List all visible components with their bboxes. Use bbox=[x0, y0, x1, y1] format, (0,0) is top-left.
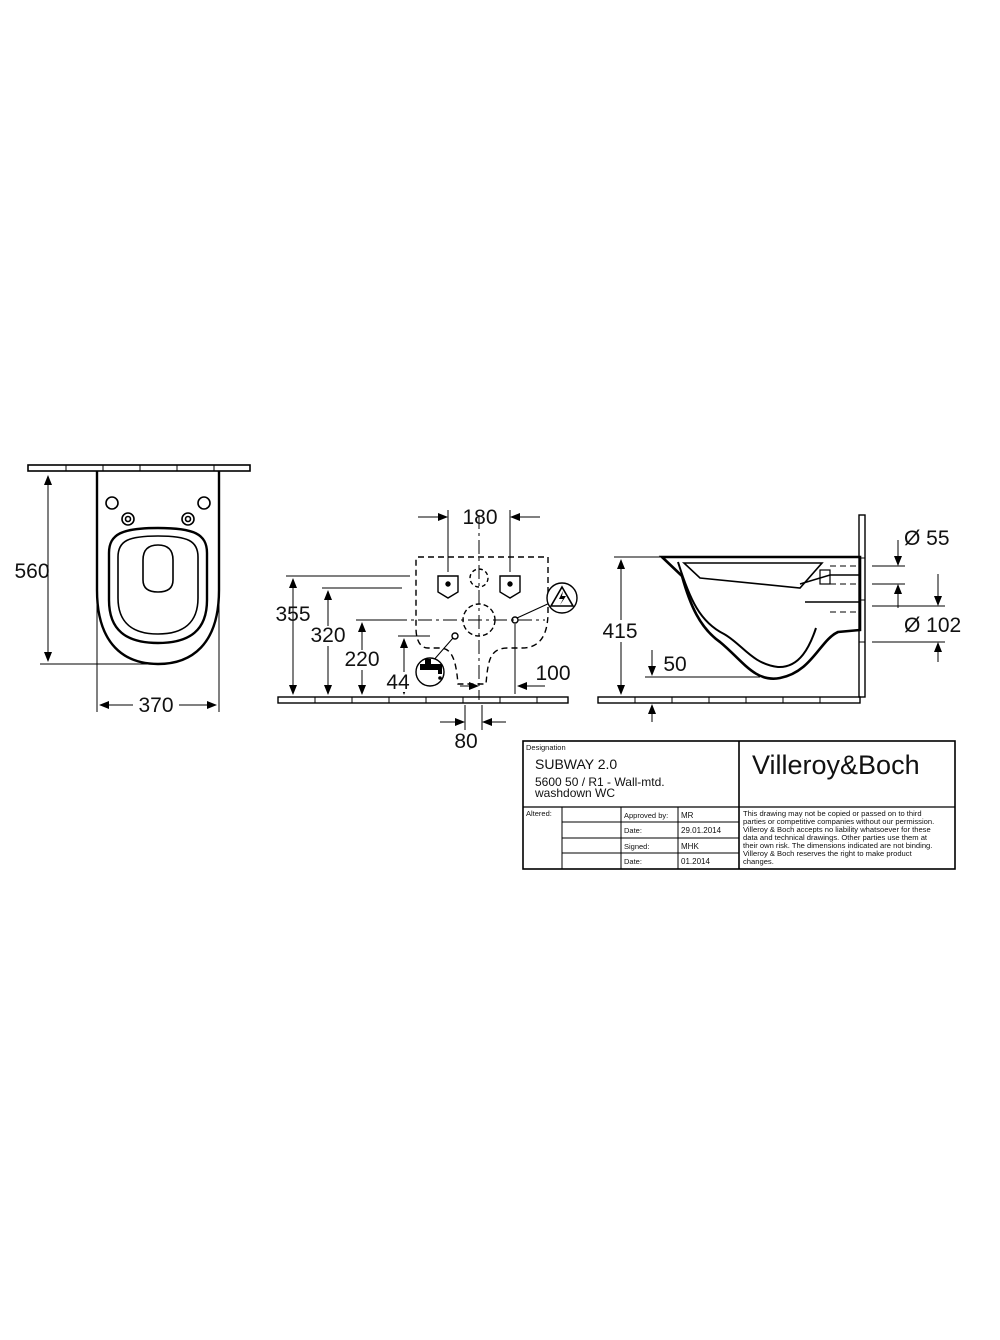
bowl-outline-top bbox=[95, 471, 221, 666]
front-view bbox=[27, 464, 251, 712]
floor-hatch-side bbox=[634, 697, 821, 703]
fixing-bolt-right-inner bbox=[184, 515, 192, 523]
tap-leader bbox=[431, 637, 454, 663]
dim-rear-180: 180 bbox=[462, 506, 497, 529]
rear-view-labels: 180 355 320 220 44 100 80 bbox=[275, 506, 570, 753]
disclaimer-line-6: Villeroy & Boch reserves the right to ma… bbox=[743, 849, 913, 858]
dim-side-50: 50 bbox=[663, 653, 686, 676]
altered-label: Altered: bbox=[526, 809, 552, 818]
fixing-hole-left bbox=[105, 496, 119, 510]
floor-strip-side bbox=[597, 696, 861, 704]
designation-label: Designation bbox=[526, 743, 566, 752]
dim-front-height: 560 bbox=[14, 560, 49, 583]
bowl-rim-top bbox=[107, 526, 209, 645]
bowl-rim-side bbox=[681, 562, 824, 589]
front-view-labels: 560 370 bbox=[14, 560, 179, 717]
flange-right-dot bbox=[507, 581, 513, 587]
disclaimer-line-7: changes. bbox=[743, 857, 774, 866]
floor-hatch-rear bbox=[314, 697, 538, 703]
disclaimer-line-2: parties or competitive companies without… bbox=[743, 817, 934, 826]
fixing-hole-right bbox=[197, 496, 211, 510]
product-name: SUBWAY 2.0 bbox=[535, 756, 617, 772]
article-line-2: washdown WC bbox=[534, 786, 615, 800]
fixing-bolt-right bbox=[181, 512, 195, 526]
dim-side-d55: Ø 55 bbox=[904, 527, 950, 550]
fixing-bolt-left-inner bbox=[124, 515, 132, 523]
dim-rear-80: 80 bbox=[454, 730, 477, 753]
approved-value: MR bbox=[681, 811, 694, 820]
dim-front-width: 370 bbox=[138, 694, 173, 717]
date1-label: Date: bbox=[624, 826, 642, 835]
disclaimer-line-4: data and technical drawings. Other parti… bbox=[743, 833, 928, 842]
flange-right bbox=[499, 575, 521, 599]
water-spot-top bbox=[142, 544, 174, 593]
disclaimer-line-3: Villeroy & Boch accepts no liability wha… bbox=[743, 825, 931, 834]
date2-label: Date: bbox=[624, 857, 642, 866]
dim-side-415: 415 bbox=[602, 620, 637, 643]
flange-left bbox=[437, 575, 459, 599]
wall-axis-dashed bbox=[830, 565, 860, 613]
electric-leader bbox=[516, 601, 553, 619]
centre-lines bbox=[393, 515, 545, 700]
dim-rear-44: 44 bbox=[386, 671, 410, 694]
water-tap-icon bbox=[415, 657, 445, 687]
article-line-1: 5600 50 / R1 - Wall-mtd. bbox=[535, 775, 665, 789]
fixing-bolt-left bbox=[121, 512, 135, 526]
disclaimer-line-5: their own risk. The dimensions indicated… bbox=[743, 841, 932, 850]
bowl-inner-top bbox=[117, 535, 199, 635]
dim-rear-355: 355 bbox=[275, 603, 310, 626]
title-block bbox=[522, 740, 956, 870]
dim-rear-100: 100 bbox=[535, 662, 570, 685]
bowl-inner-side bbox=[677, 561, 817, 669]
bowl-outer-side bbox=[658, 555, 862, 680]
electrical-warning-icon bbox=[546, 582, 578, 614]
water-inlet-point bbox=[451, 632, 459, 640]
wall-strip-front bbox=[27, 464, 251, 472]
dim-side-d102: Ø 102 bbox=[904, 614, 961, 637]
disclaimer-line-1: This drawing may not be copied or passed… bbox=[743, 809, 922, 818]
wall-hatch-front bbox=[65, 465, 215, 471]
approved-label: Approved by: bbox=[624, 811, 668, 820]
dim-rear-320: 320 bbox=[310, 624, 345, 647]
title-block-text: Designation SUBWAY 2.0 5600 50 / R1 - Wa… bbox=[526, 743, 934, 866]
rear-view bbox=[277, 510, 569, 730]
electric-point bbox=[511, 616, 519, 624]
brand-name: Villeroy&Boch bbox=[752, 750, 920, 780]
outlet-nozzle bbox=[819, 569, 831, 585]
signed-value: MHK bbox=[681, 842, 699, 851]
flange-left-dot bbox=[445, 581, 451, 587]
side-view-labels: 415 50 Ø 55 Ø 102 bbox=[598, 527, 961, 676]
date1-value: 29.01.2014 bbox=[681, 826, 722, 835]
dim-rear-220: 220 bbox=[344, 648, 379, 671]
floor-strip-rear bbox=[277, 696, 569, 704]
signed-label: Signed: bbox=[624, 842, 649, 851]
side-view bbox=[597, 514, 945, 722]
date2-value: 01.2014 bbox=[681, 857, 710, 866]
